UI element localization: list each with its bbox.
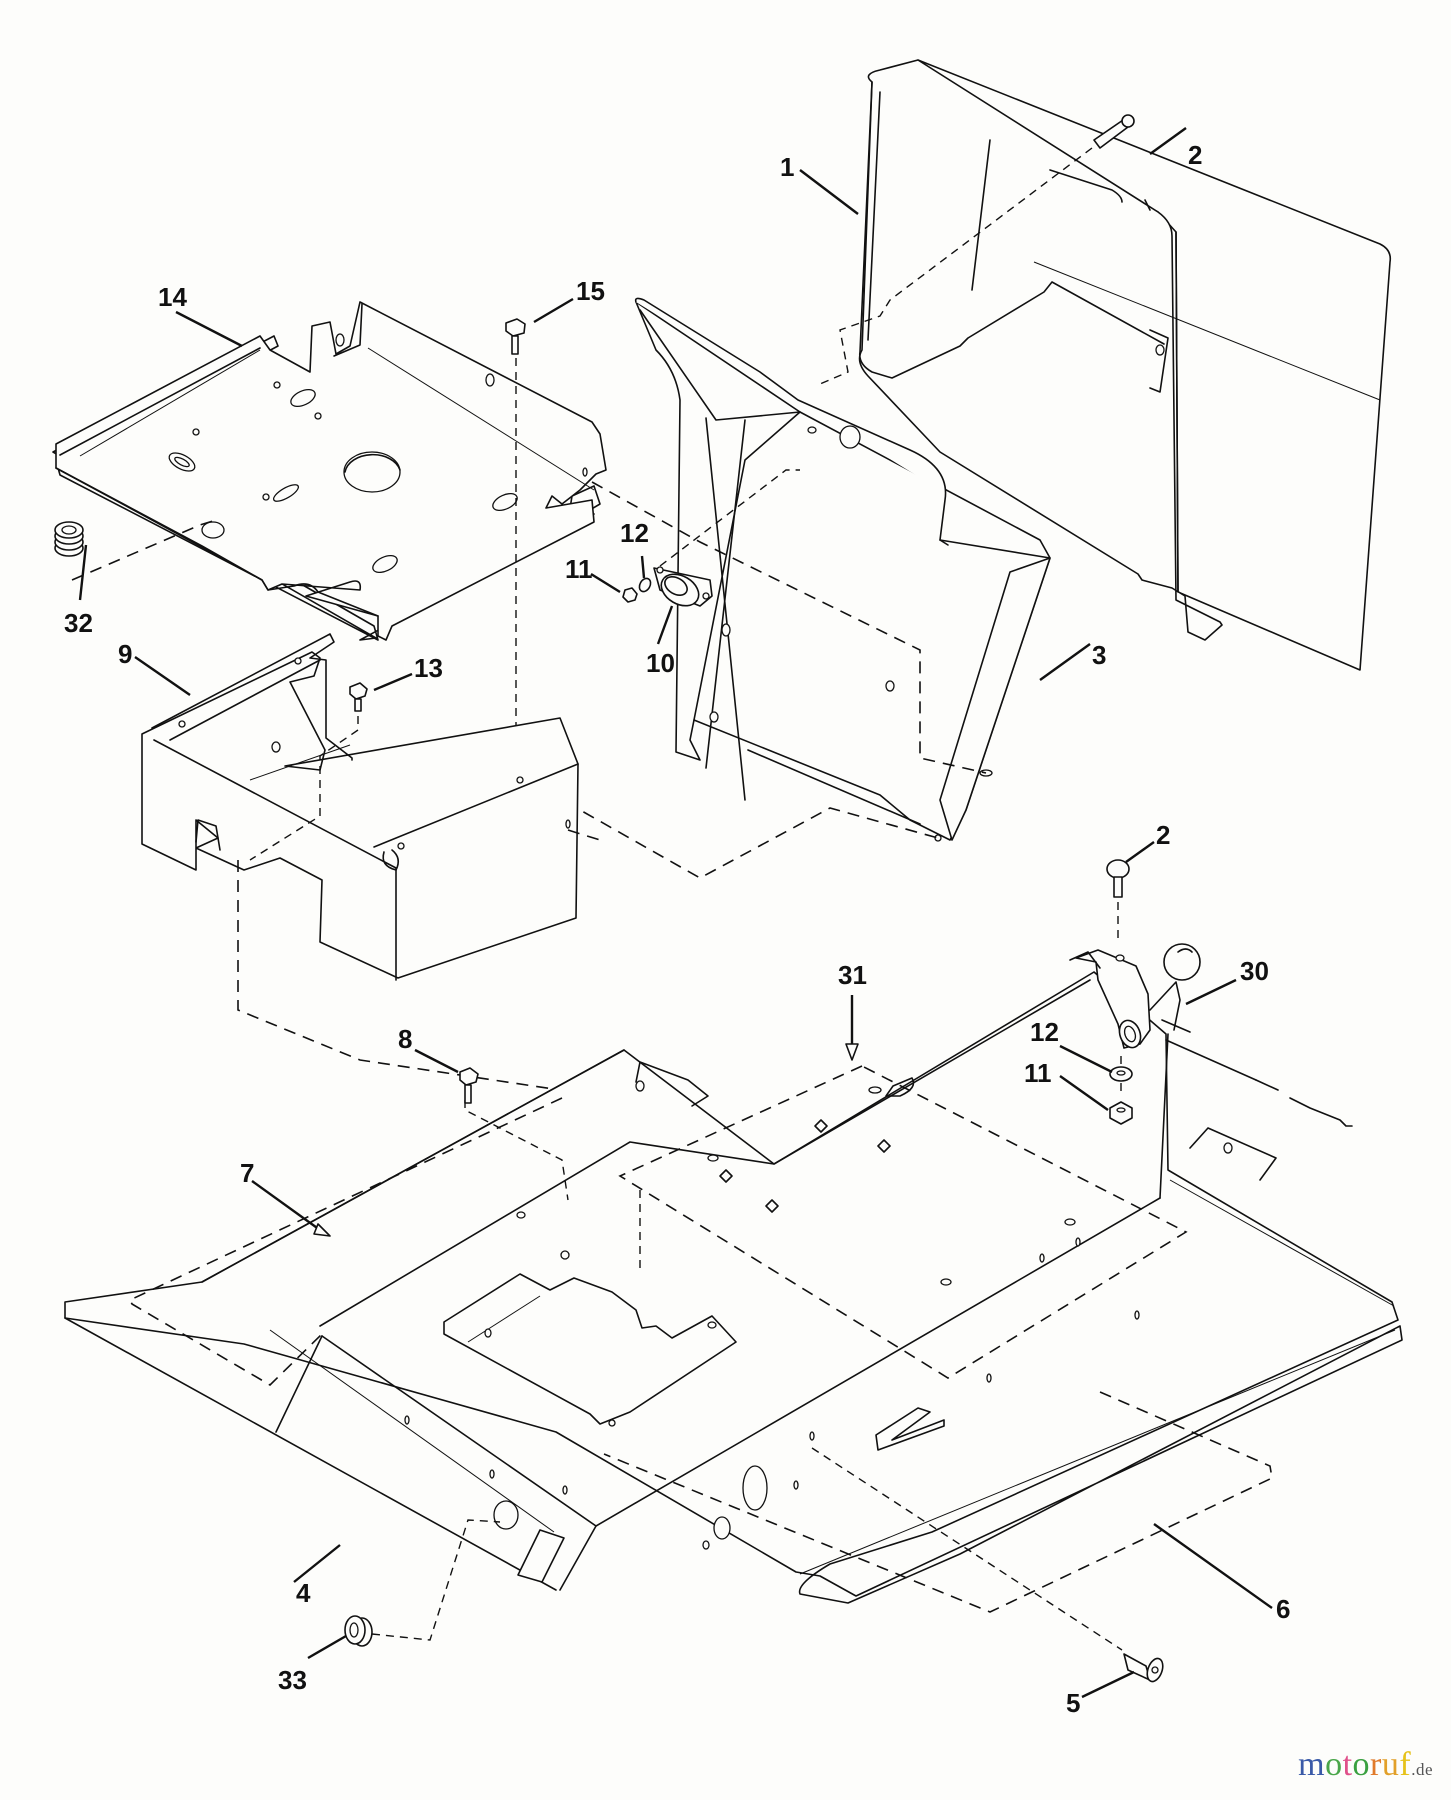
callout-6: 6 <box>1276 1594 1290 1624</box>
part-15-bolt <box>505 318 526 780</box>
callout-13: 13 <box>414 653 443 683</box>
callout-11: 11 <box>565 554 593 584</box>
callout-leaders <box>78 127 1273 1699</box>
callout-12-throttle: 12 <box>1030 1017 1059 1047</box>
callout-7: 7 <box>240 1158 254 1188</box>
callout-4: 4 <box>296 1578 311 1608</box>
callout-2-throttle: 2 <box>1156 820 1170 850</box>
watermark-letter: f <box>1399 1746 1412 1783</box>
callout-8: 8 <box>398 1024 412 1054</box>
part-2-screw-throttle <box>1106 859 1130 940</box>
watermark-letter: u <box>1381 1746 1400 1783</box>
part-4-floor-pan <box>64 971 1403 1651</box>
callout-5: 5 <box>1066 1688 1080 1718</box>
part-12-washer-throttle <box>1109 1056 1133 1096</box>
part-8-bolt <box>459 1067 479 1104</box>
callout-15: 15 <box>576 276 605 306</box>
callout-14: 14 <box>158 282 187 312</box>
callout-12: 12 <box>620 518 649 548</box>
part-10-switch <box>653 469 800 607</box>
part-11-nut <box>622 587 638 603</box>
callout-33: 33 <box>278 1665 307 1695</box>
watermark-domain-suffix: .de <box>1411 1760 1433 1779</box>
part-14-seat-plate <box>52 301 607 641</box>
watermark-letter: o <box>1325 1746 1343 1783</box>
assembly-line-3-9 <box>565 801 939 879</box>
callout-9: 9 <box>118 639 132 669</box>
watermark-letter: r <box>1370 1746 1382 1783</box>
part-33-grommet <box>344 1519 501 1647</box>
part-5-screw <box>1123 1653 1164 1683</box>
callout-labels: 1 2 3 4 5 6 7 8 9 10 11 12 13 14 15 2 30… <box>64 140 1290 1718</box>
callout-31: 31 <box>838 960 867 990</box>
part-32-grommet <box>54 519 217 581</box>
part-30-throttle-control <box>1069 943 1353 1127</box>
watermark-letter: t <box>1342 1746 1353 1783</box>
part-13-bolt <box>249 682 368 861</box>
part-2-screw-top <box>819 114 1135 385</box>
watermark-letter: o <box>1352 1746 1371 1783</box>
part-9-console-bracket <box>141 633 601 1180</box>
part-3-seat-support-panel <box>634 297 1051 842</box>
callout-30: 30 <box>1240 956 1269 986</box>
callout-2-top: 2 <box>1188 140 1202 170</box>
callout-10: 10 <box>646 648 675 678</box>
callout-32: 32 <box>64 608 93 638</box>
callout-11-throttle: 11 <box>1024 1058 1052 1088</box>
part-1-fender-shroud <box>858 59 1392 671</box>
watermark-logo: motoruf.de <box>1298 1746 1433 1784</box>
assembly-line-3-14 <box>591 481 987 774</box>
part-12-washer <box>638 577 652 593</box>
part-11-nut-throttle <box>1109 1101 1133 1125</box>
callout-1: 1 <box>780 152 794 182</box>
callout-3: 3 <box>1092 640 1106 670</box>
watermark-letter: m <box>1298 1746 1326 1783</box>
